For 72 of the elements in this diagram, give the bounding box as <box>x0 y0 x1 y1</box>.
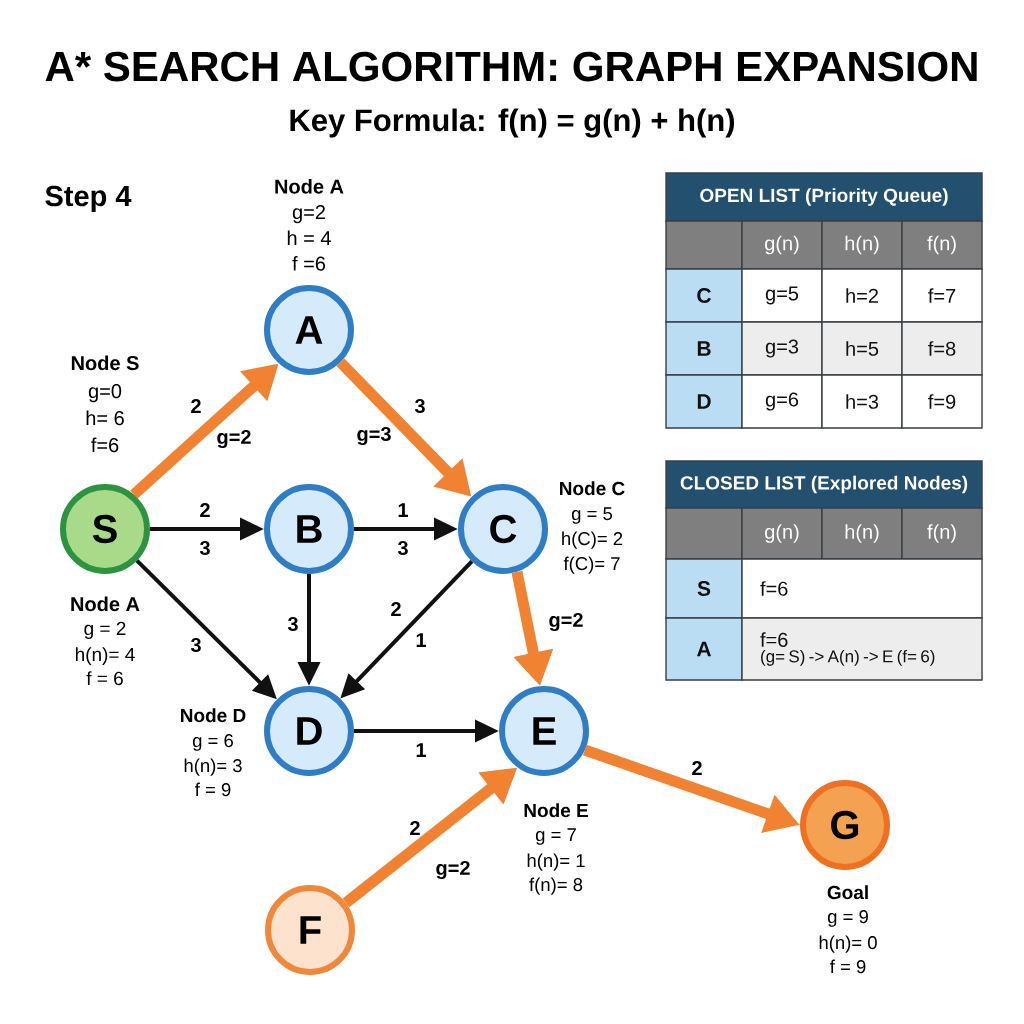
column-header: g(n) <box>741 507 823 560</box>
cost-value: h(n)= 4 <box>75 647 135 665</box>
column-header: g(n) <box>741 220 823 270</box>
cost-value: h(n)= 3 <box>184 758 242 776</box>
row-header: A <box>665 617 743 681</box>
edge-label: 3 <box>190 637 201 653</box>
table-cell: f=9 <box>901 374 983 429</box>
cost-value: g = 6 <box>192 734 233 751</box>
edge-label: 1 <box>398 503 408 517</box>
cost-value: g = 2 <box>84 621 126 639</box>
table-title: OPEN LIST (Priority Queue) <box>665 172 983 222</box>
table-cell: f=7 <box>901 268 983 323</box>
edge-label: 2 <box>410 821 420 835</box>
table-cell: h=3 <box>821 374 903 429</box>
row-header: B <box>665 321 743 376</box>
cost-value: f(n)= 8 <box>529 877 583 895</box>
weight-label: 3 <box>397 540 408 556</box>
subtitle: Key Formula: f(n) = g(n) + h(n) <box>290 108 735 138</box>
node-title: Goal <box>827 885 868 900</box>
edge-label: 2 <box>692 761 702 775</box>
table-cell: f=8 <box>901 321 983 376</box>
node-title: Node D <box>181 708 246 723</box>
row-header: D <box>665 374 743 429</box>
weight-label: 1 <box>416 633 426 647</box>
table-cell: g=6 <box>741 374 823 429</box>
table-title: CLOSED LIST (Explored Nodes) <box>665 460 983 509</box>
edge-label: 2 <box>200 503 210 517</box>
path-cost-label: g=2 <box>217 429 251 449</box>
table-cell: g=5 <box>741 268 823 323</box>
table-cell: f=6 (g= S) -> A(n) -> E (f= 6) <box>741 617 983 681</box>
step-label: Step 4 <box>45 185 132 212</box>
weight-label: 3 <box>199 540 210 556</box>
cost-value: h(C)= 2 <box>562 531 623 549</box>
cost-value: g = 5 <box>571 507 613 524</box>
edge-label: g=2 <box>549 612 583 632</box>
cost-value: f =6 <box>292 256 326 271</box>
node-title: Node A <box>275 179 344 194</box>
edge-label: 1 <box>416 743 426 757</box>
table-cell: g=3 <box>741 321 823 376</box>
cost-value: h= 6 <box>86 410 124 426</box>
column-header: h(n) <box>821 507 903 560</box>
node-title: Node A <box>71 596 140 612</box>
column-header: h(n) <box>821 220 903 270</box>
column-header: f(n) <box>901 507 983 560</box>
node-title: Node E <box>524 803 588 818</box>
edge-label: 2 <box>191 399 201 413</box>
row-header: C <box>665 268 743 323</box>
row-header: S <box>665 558 743 619</box>
cost-value: f(C)= 7 <box>563 556 620 574</box>
table-cell: h=2 <box>821 268 903 323</box>
cost-value: f = 6 <box>86 671 123 686</box>
cost-value: h = 4 <box>287 230 331 245</box>
edge-label: 2 <box>391 602 401 616</box>
title: A* SEARCH ALGORITHM: GRAPH EXPANSION <box>45 51 977 82</box>
cost-value: g=2 <box>292 205 325 224</box>
cost-value: g = 9 <box>827 910 868 927</box>
edge-label: 3 <box>287 616 298 632</box>
edge-label: 3 <box>414 398 425 414</box>
path-cost-label: g=2 <box>436 860 470 880</box>
cost-value: f = 9 <box>195 782 231 797</box>
node-title: Node S <box>71 355 139 371</box>
table-cell: h=5 <box>821 321 903 376</box>
column-header: f(n) <box>901 220 983 270</box>
cost-value: h(n)= 0 <box>819 935 877 953</box>
node-title: Node C <box>560 481 625 496</box>
path-cost-label: g=3 <box>357 426 391 446</box>
cost-value: f = 9 <box>830 959 866 974</box>
cost-value: h(n)= 1 <box>527 853 585 871</box>
cost-value: g = 7 <box>535 828 576 845</box>
cost-value: g=0 <box>88 384 122 403</box>
table-cell: f=6 <box>741 558 983 619</box>
cost-value: f=6 <box>91 437 119 453</box>
